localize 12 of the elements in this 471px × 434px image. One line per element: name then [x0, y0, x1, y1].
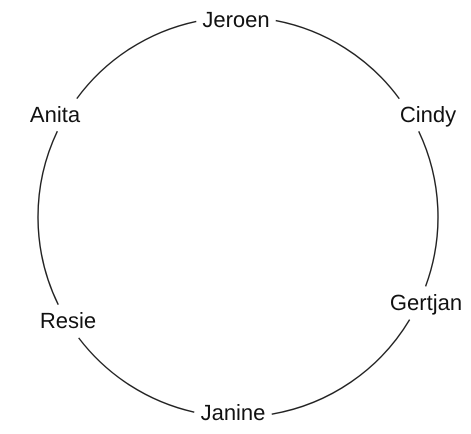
name-label: Gertjan — [388, 290, 464, 316]
name-label: Cindy — [398, 102, 458, 128]
name-label: Jeroen — [200, 8, 272, 32]
circle-arc — [276, 20, 400, 100]
circle-arc — [76, 20, 196, 100]
name-label: Janine — [198, 400, 268, 426]
name-label: Resie — [38, 308, 98, 334]
name-label: Anita — [28, 102, 82, 128]
circle-arc — [418, 131, 439, 287]
circle-arc — [272, 319, 410, 415]
circle-arc — [78, 337, 194, 413]
circle-arc — [38, 130, 59, 305]
